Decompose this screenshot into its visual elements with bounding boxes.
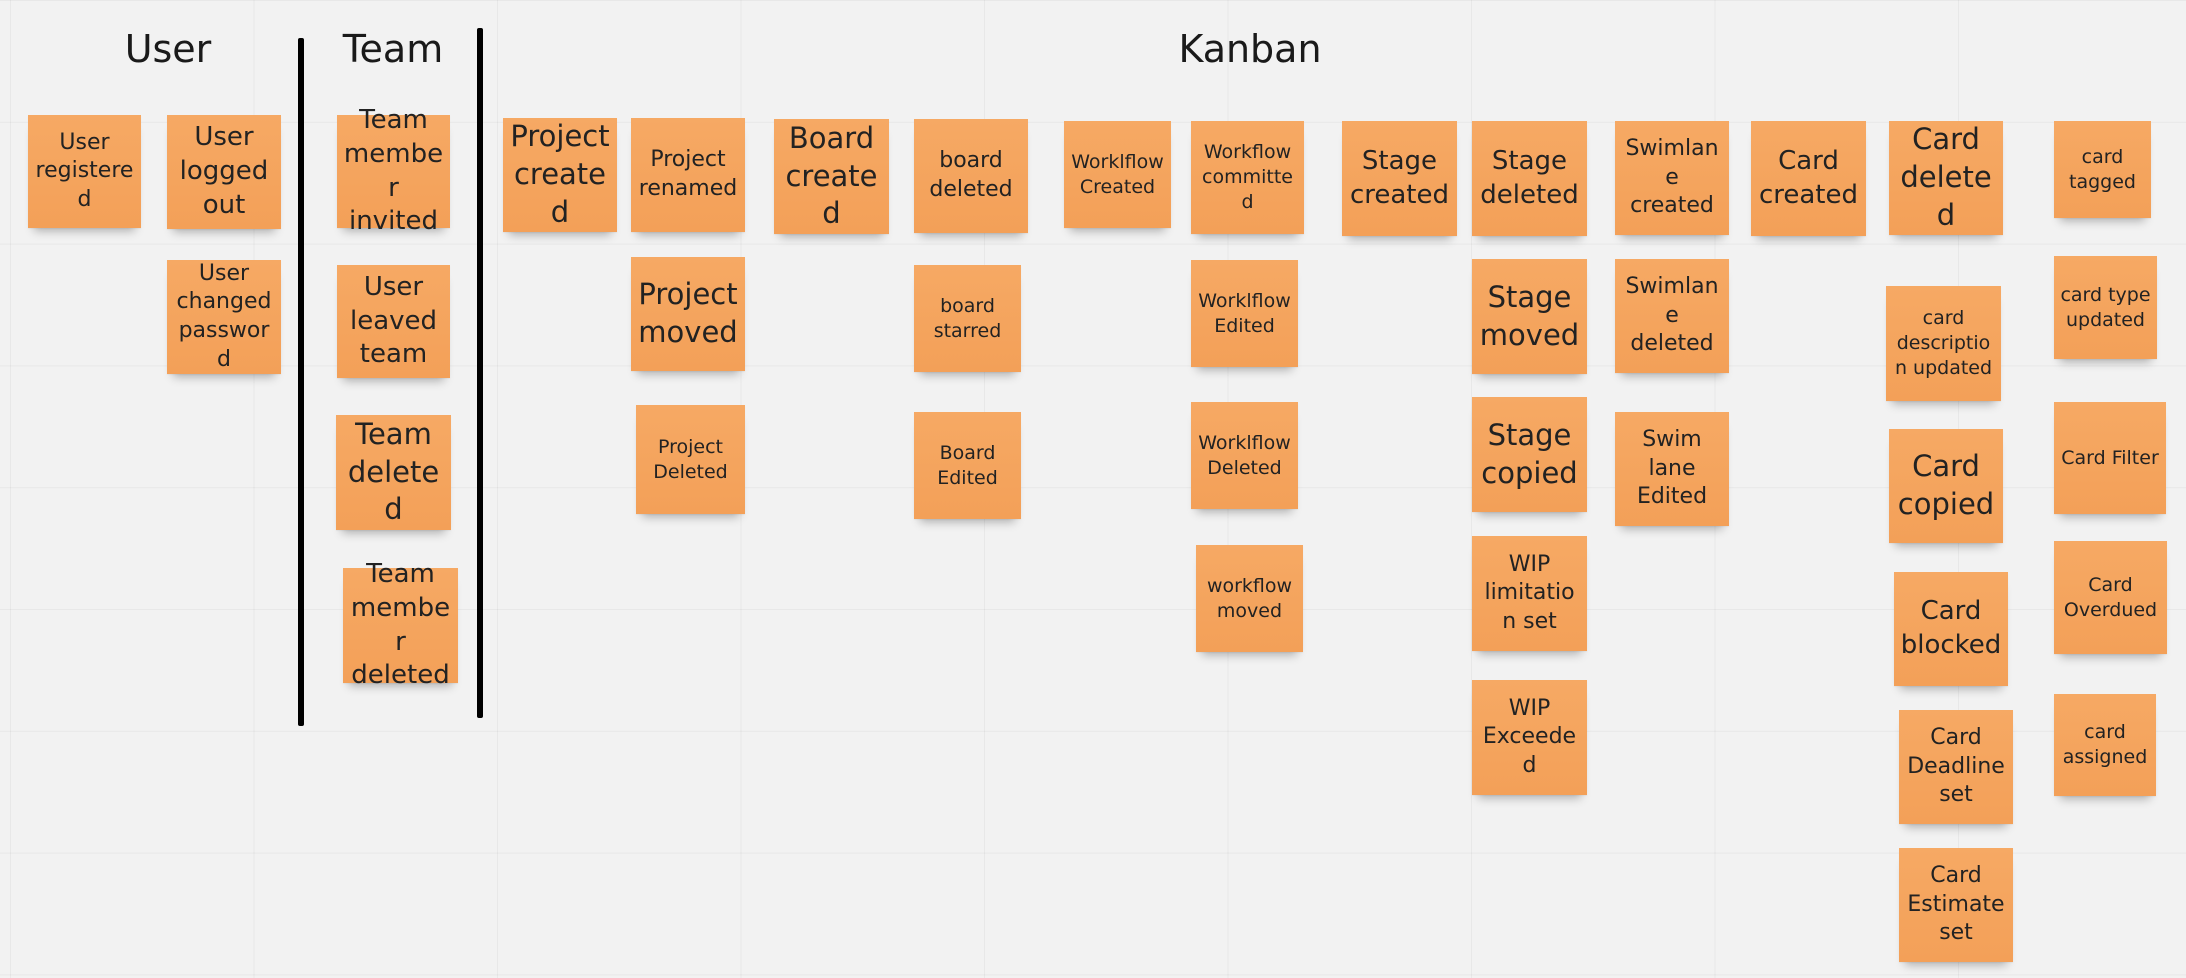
sticky-card-copied[interactable]: Card copied [1889,429,2003,543]
sticky-user-leaved-team[interactable]: User leaved team [337,265,450,378]
sticky-wip-exceeded[interactable]: WIP Exceeded [1472,680,1587,795]
sticky-swim-lane-edited[interactable]: Swim lane Edited [1615,412,1729,526]
sticky-card-deleted[interactable]: Card deleted [1889,121,2003,235]
sticky-card-assigned[interactable]: card assigned [2054,694,2156,796]
sticky-swimlane-created[interactable]: Swimlane created [1615,121,1729,235]
sticky-card-overdued[interactable]: Card Overdued [2054,541,2167,654]
divider-user-team[interactable] [298,38,304,726]
divider-team-kanban[interactable] [477,28,483,718]
sticky-board-starred[interactable]: board starred [914,265,1021,372]
sticky-board-created[interactable]: Board created [774,119,889,234]
sticky-card-estimate-set[interactable]: Card Estimate set [1899,848,2013,962]
sticky-team-member-deleted[interactable]: Team member deleted [343,559,458,690]
sticky-workflow-moved[interactable]: workflow moved [1196,545,1303,652]
sticky-user-changed-password[interactable]: User changed password [167,260,281,374]
sticky-workflow-committed[interactable]: Workflow committed [1191,121,1304,234]
sticky-card-type-updated[interactable]: card type updated [2054,256,2157,359]
section-heading-user: User [124,27,212,71]
sticky-user-registered[interactable]: User registered [28,115,141,228]
sticky-worklflow-created[interactable]: Worklflow Created [1064,121,1171,228]
sticky-team-member-invited[interactable]: Team member invited [337,105,450,236]
sticky-stage-moved[interactable]: Stage moved [1472,259,1587,374]
sticky-board-edited[interactable]: Board Edited [914,412,1021,519]
sticky-stage-created[interactable]: Stage created [1342,121,1457,236]
sticky-card-deadline-set[interactable]: Card Deadline set [1899,710,2013,824]
sticky-project-moved[interactable]: Project moved [631,257,745,371]
section-heading-kanban: Kanban [1178,27,1322,71]
sticky-board-deleted[interactable]: board deleted [914,119,1028,233]
sticky-team-deleted[interactable]: Team deleted [336,415,451,530]
section-heading-team: Team [342,27,444,71]
sticky-card-tagged[interactable]: card tagged [2054,121,2151,218]
sticky-wip-limitation-set[interactable]: WIP limitation set [1472,536,1587,651]
sticky-project-created[interactable]: Project created [503,118,617,232]
sticky-card-filter[interactable]: Card Filter [2054,402,2166,514]
sticky-project-deleted[interactable]: Project Deleted [636,405,745,514]
sticky-card-blocked[interactable]: Card blocked [1894,572,2008,686]
sticky-card-description-updated[interactable]: card description updated [1886,286,2001,401]
sticky-project-renamed[interactable]: Project renamed [631,118,745,232]
sticky-worklflow-deleted[interactable]: Worklflow Deleted [1191,402,1298,509]
sticky-stage-deleted[interactable]: Stage deleted [1472,121,1587,236]
sticky-user-logged-out[interactable]: User logged out [167,115,281,229]
sticky-stage-copied[interactable]: Stage copied [1472,397,1587,512]
sticky-worklflow-edited[interactable]: Worklflow Edited [1191,260,1298,367]
sticky-swimlane-deleted[interactable]: Swimlane deleted [1615,259,1729,373]
sticky-card-created[interactable]: Card created [1751,121,1866,236]
